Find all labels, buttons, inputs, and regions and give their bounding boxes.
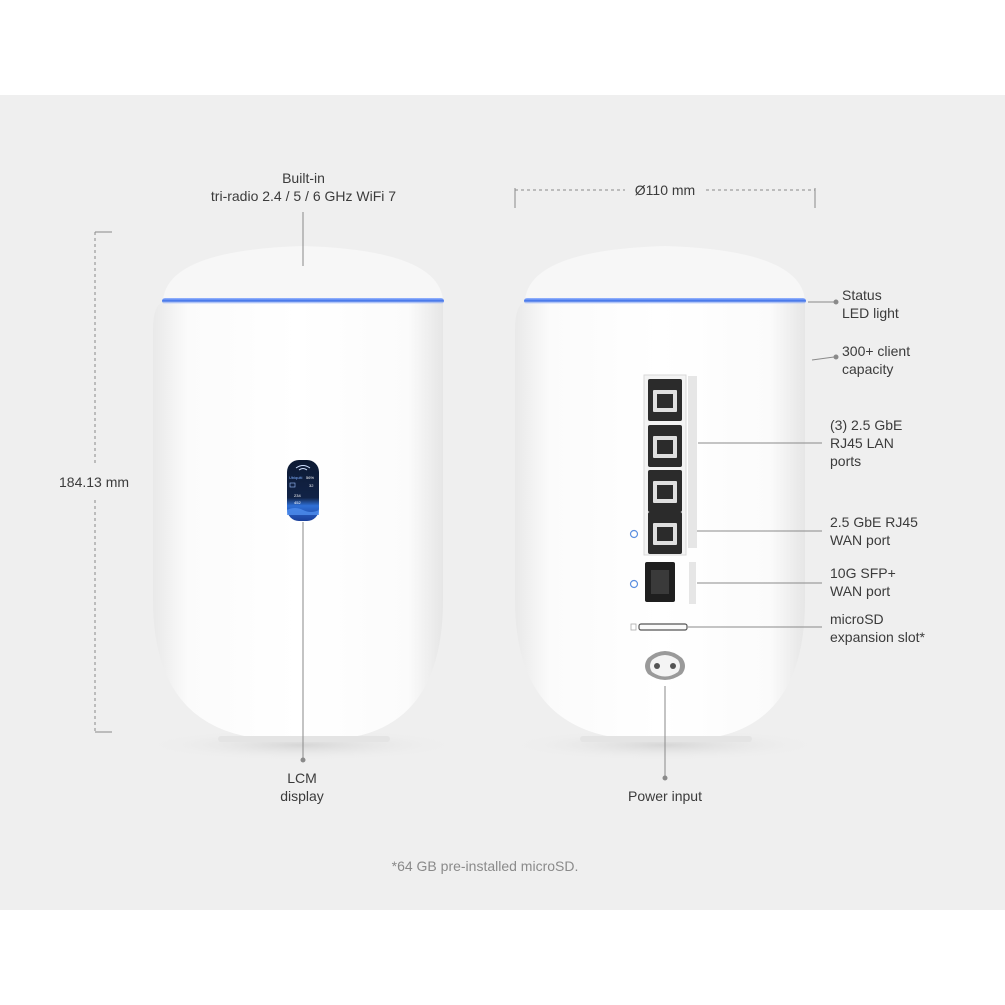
front-device-base [218,736,390,742]
globe-icon-sfp [629,579,639,589]
power-label: Power input [628,788,702,804]
lcm-down: 234 [294,493,301,498]
lcm-up: 452 [294,500,301,505]
rear-device-cap [525,246,805,300]
lcm-percent: 56% [306,475,314,480]
lcm-label: LCM display [280,770,324,804]
leader-lines [300,212,839,781]
lcm-wifi-icon [295,465,311,469]
microsd-slot [638,623,688,631]
port-panel-side [688,376,697,548]
front-device: Ubiquiti 56% 32 234 452 [142,246,462,761]
rear-device [505,246,825,761]
lcm-client-icon [289,482,296,488]
height-label: 184.13 mm [59,474,130,490]
status-led-label: Status LED light [842,287,899,321]
lcm-screen: Ubiquiti 56% 32 234 452 [287,460,319,521]
rear-status-led [524,298,806,304]
height-dimension [94,231,112,733]
lcm-brand: Ubiquiti [289,475,302,480]
wan-port-label: 2.5 GbE RJ45 WAN port [830,514,918,548]
front-device-cap [163,246,443,300]
microsd-label: microSD expansion slot* [830,611,925,645]
clients-label: 300+ client capacity [842,343,911,377]
diameter-dimension [514,188,816,208]
microsd-icon [630,623,637,631]
front-device-body [153,302,443,740]
footnote: *64 GB pre-installed microSD. [391,858,579,874]
lcm-clients: 32 [309,483,314,488]
diameter-label: Ø110 mm [634,182,696,198]
wifi-label: Built-in tri-radio 2.4 / 5 / 6 GHz WiFi … [210,170,397,204]
lan-ports-label: (3) 2.5 GbE RJ45 LAN ports [830,417,903,469]
sfp-port-label: 10G SFP+ WAN port [830,565,896,599]
power-connector [645,651,685,680]
rear-device-base [580,736,752,742]
globe-icon [629,529,639,539]
front-status-led [162,298,444,304]
